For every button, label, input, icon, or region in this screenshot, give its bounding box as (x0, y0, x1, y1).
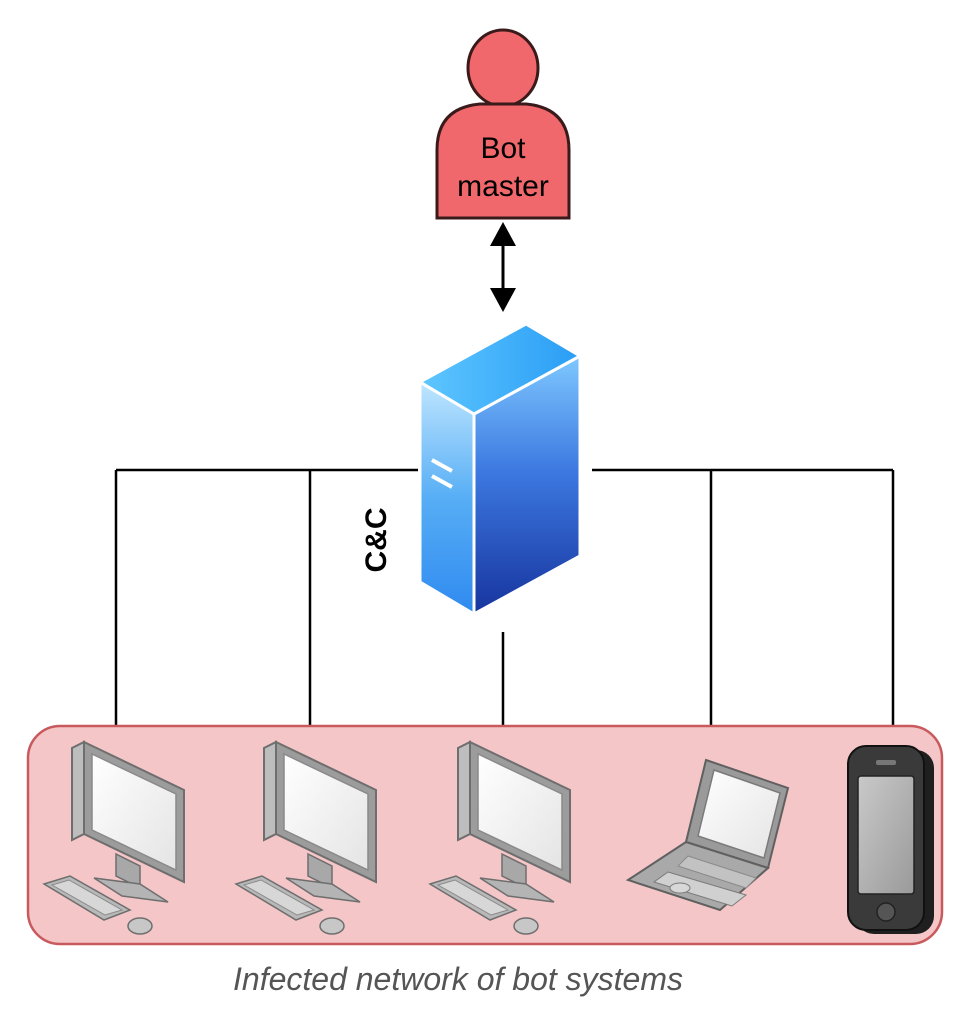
botmaster-label-line2: master (457, 170, 549, 203)
server-icon (416, 322, 584, 617)
botmaster-label-line1: Bot (480, 132, 526, 165)
server-label: C&C (360, 508, 393, 573)
device-smartphone (847, 745, 935, 935)
smartphone-icon (847, 745, 935, 935)
network-caption: Infected network of bot systems (233, 961, 683, 997)
bidirectional-arrow (490, 222, 516, 312)
botmaster-person-icon (435, 28, 571, 220)
